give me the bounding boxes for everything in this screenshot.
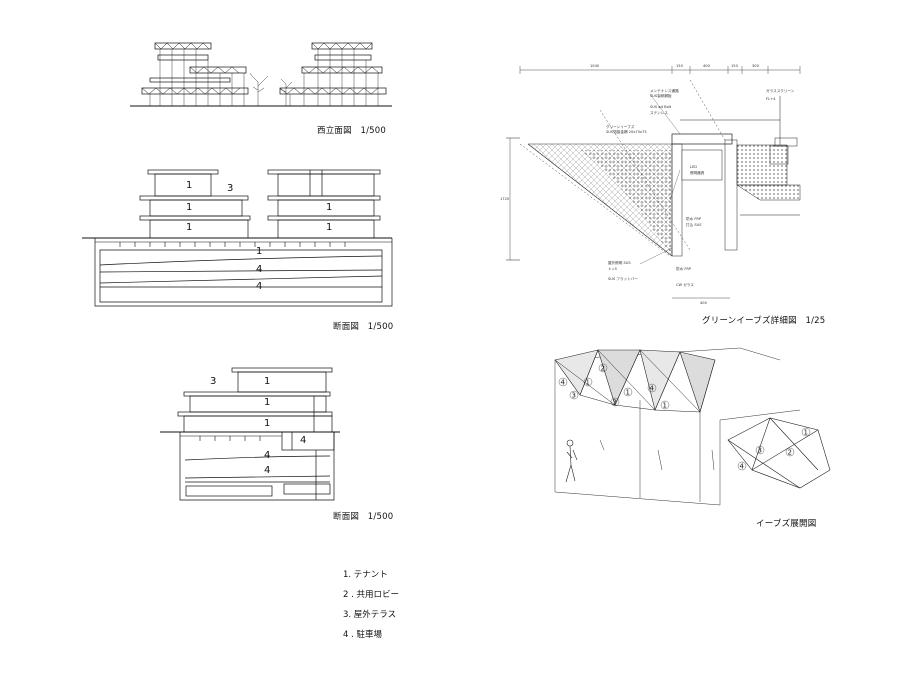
svg-text:2: 2 (788, 449, 792, 457)
section-2-title: 断面図 1/500 (333, 512, 394, 522)
svg-text:メンテナンス通路: メンテナンス通路 (650, 88, 679, 93)
svg-text:CW ガラス: CW ガラス (676, 282, 694, 287)
svg-text:屋外照明 SUS: 屋外照明 SUS (608, 260, 631, 265)
west-elevation-title: 西立面図 1/500 (317, 126, 386, 136)
section-1-label-tenant: 1 (186, 202, 193, 213)
legend-item-common-lobby: 2 . 共用ロビー (343, 590, 400, 600)
svg-text:3: 3 (758, 447, 762, 455)
svg-text:4: 4 (650, 385, 655, 393)
svg-text:300: 300 (752, 64, 760, 68)
section-1-title: 断面図 1/500 (333, 322, 394, 332)
section-2-label-tenant: 1 (264, 418, 271, 429)
svg-text:1: 1 (626, 389, 630, 397)
svg-text:防水 FRP: 防水 FRP (686, 216, 702, 221)
svg-text:防水 FRP: 防水 FRP (676, 266, 692, 271)
section-2-label-tenant: 1 (264, 397, 271, 408)
svg-text:400: 400 (700, 301, 708, 305)
section-2-label-parking: 4 (264, 465, 271, 476)
svg-text:1720: 1720 (500, 197, 510, 201)
section-1-label-tenant: 1 (326, 202, 333, 213)
svg-text:SUS製縞鋼板: SUS製縞鋼板 (650, 93, 672, 98)
svg-text:150: 150 (731, 64, 739, 68)
section-2-label-parking: 4 (264, 450, 271, 461)
eaves-development-title: イーブズ展開図 (756, 519, 817, 529)
section-2-label-tenant: 1 (264, 376, 271, 387)
svg-text:4: 4 (561, 379, 566, 387)
section-2-label-terrace: 3 (210, 376, 217, 387)
green-eaves-detail-drawing: 1040 150 400 150 300 1720 (500, 64, 801, 305)
svg-text:1: 1 (804, 429, 808, 437)
section-1-label-tenant: 1 (326, 222, 333, 233)
legend-item-parking: 4 . 駐車場 (343, 630, 383, 640)
svg-text:3: 3 (613, 399, 617, 407)
svg-text:1: 1 (663, 402, 667, 410)
section-1-label-parking: 4 (256, 281, 263, 292)
svg-text:150: 150 (676, 64, 684, 68)
west-elevation-drawing (130, 42, 392, 107)
svg-text:SUS フラットバー: SUS フラットバー (608, 276, 638, 281)
legend: 1. テナント 2 . 共用ロビー 3. 屋外テラス 4 . 駐車場 (343, 565, 399, 645)
svg-text:1: 1 (586, 379, 590, 387)
svg-text:ステンレス: ステンレス (650, 110, 668, 115)
svg-text:SUS溶接金網 20x75x75: SUS溶接金網 20x75x75 (606, 129, 647, 134)
person-figure (565, 439, 578, 483)
section-2-drawing (160, 367, 340, 501)
section-1-label-terrace: 3 (227, 183, 234, 194)
section-1-label-tenant: 1 (256, 246, 263, 257)
svg-text:ｔ=5: ｔ=5 (608, 267, 617, 271)
section-1-drawing (82, 169, 393, 307)
svg-text:LED: LED (690, 165, 697, 169)
legend-item-outdoor-terrace: 3. 屋外テラス (343, 610, 397, 620)
svg-text:4: 4 (740, 463, 745, 471)
svg-text:グリーンイーブズ: グリーンイーブズ (606, 124, 635, 129)
svg-text:SUS φ4 Bolt: SUS φ4 Bolt (650, 105, 672, 109)
eaves-detail-title: グリーンイーブズ詳細図 1/25 (702, 316, 826, 326)
svg-text:照明器具: 照明器具 (690, 170, 705, 175)
svg-text:400: 400 (703, 64, 711, 68)
svg-text:打込 SUS: 打込 SUS (686, 222, 702, 227)
svg-text:ガラススクリーン: ガラススクリーン (766, 88, 795, 93)
section-1-label-tenant: 1 (186, 222, 193, 233)
section-1-label-tenant: 1 (186, 180, 193, 191)
svg-text:3: 3 (572, 392, 576, 400)
legend-item-tenant: 1. テナント (343, 570, 388, 580)
svg-text:2: 2 (601, 365, 605, 373)
svg-text:1040: 1040 (590, 64, 600, 68)
section-1-label-parking: 4 (256, 264, 263, 275)
section-2-label-parking: 4 (300, 435, 307, 446)
svg-text:FL+4: FL+4 (766, 97, 776, 101)
